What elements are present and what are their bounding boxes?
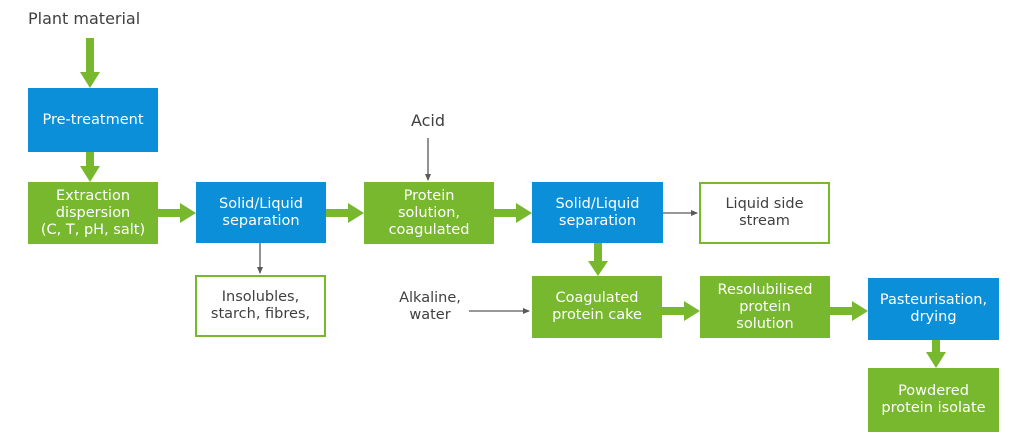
protein-solution-box: Protein solution, coagulated: [364, 182, 494, 244]
solid-liquid-separation-2-box: Solid/Liquid separation: [532, 182, 663, 243]
coagulated-protein-cake-box: Coagulated protein cake: [532, 276, 662, 338]
plant-material-label: Plant material: [28, 9, 141, 28]
alkaline-water-label: Alkaline, water: [399, 290, 461, 323]
liquid-side-stream-box: Liquid side stream: [699, 182, 830, 244]
extraction-box: Extraction dispersion (C, T, pH, salt): [28, 182, 158, 244]
arrow-pretreatment-to-extraction: [80, 152, 100, 182]
arrow-cake-to-resolubilised: [662, 301, 700, 321]
insolubles-box: Insolubles, starch, fibres,: [195, 275, 326, 337]
arrow-resolubilised-to-pasteurisation: [830, 301, 868, 321]
green-arrows: [80, 38, 946, 368]
resolubilised-protein-solution-box: Resolubilised protein solution: [700, 276, 830, 338]
arrow-extraction-to-separation1: [158, 203, 196, 223]
gray-arrows: [257, 138, 698, 314]
acid-label: Acid: [410, 111, 446, 130]
arrow-separation2-to-cake: [588, 243, 608, 276]
pretreatment-box: Pre-treatment: [28, 88, 158, 152]
arrow-plant-to-pretreatment: [80, 38, 100, 88]
arrow-protein-solution-to-separation2: [494, 203, 532, 223]
arrow-pasteurisation-to-powdered: [926, 340, 946, 368]
pasteurisation-drying-box: Pasteurisation, drying: [868, 278, 999, 340]
arrow-separation1-to-protein-solution: [326, 203, 364, 223]
solid-liquid-separation-1-box: Solid/Liquid separation: [196, 182, 326, 243]
powdered-protein-isolate-box: Powdered protein isolate: [868, 368, 999, 432]
